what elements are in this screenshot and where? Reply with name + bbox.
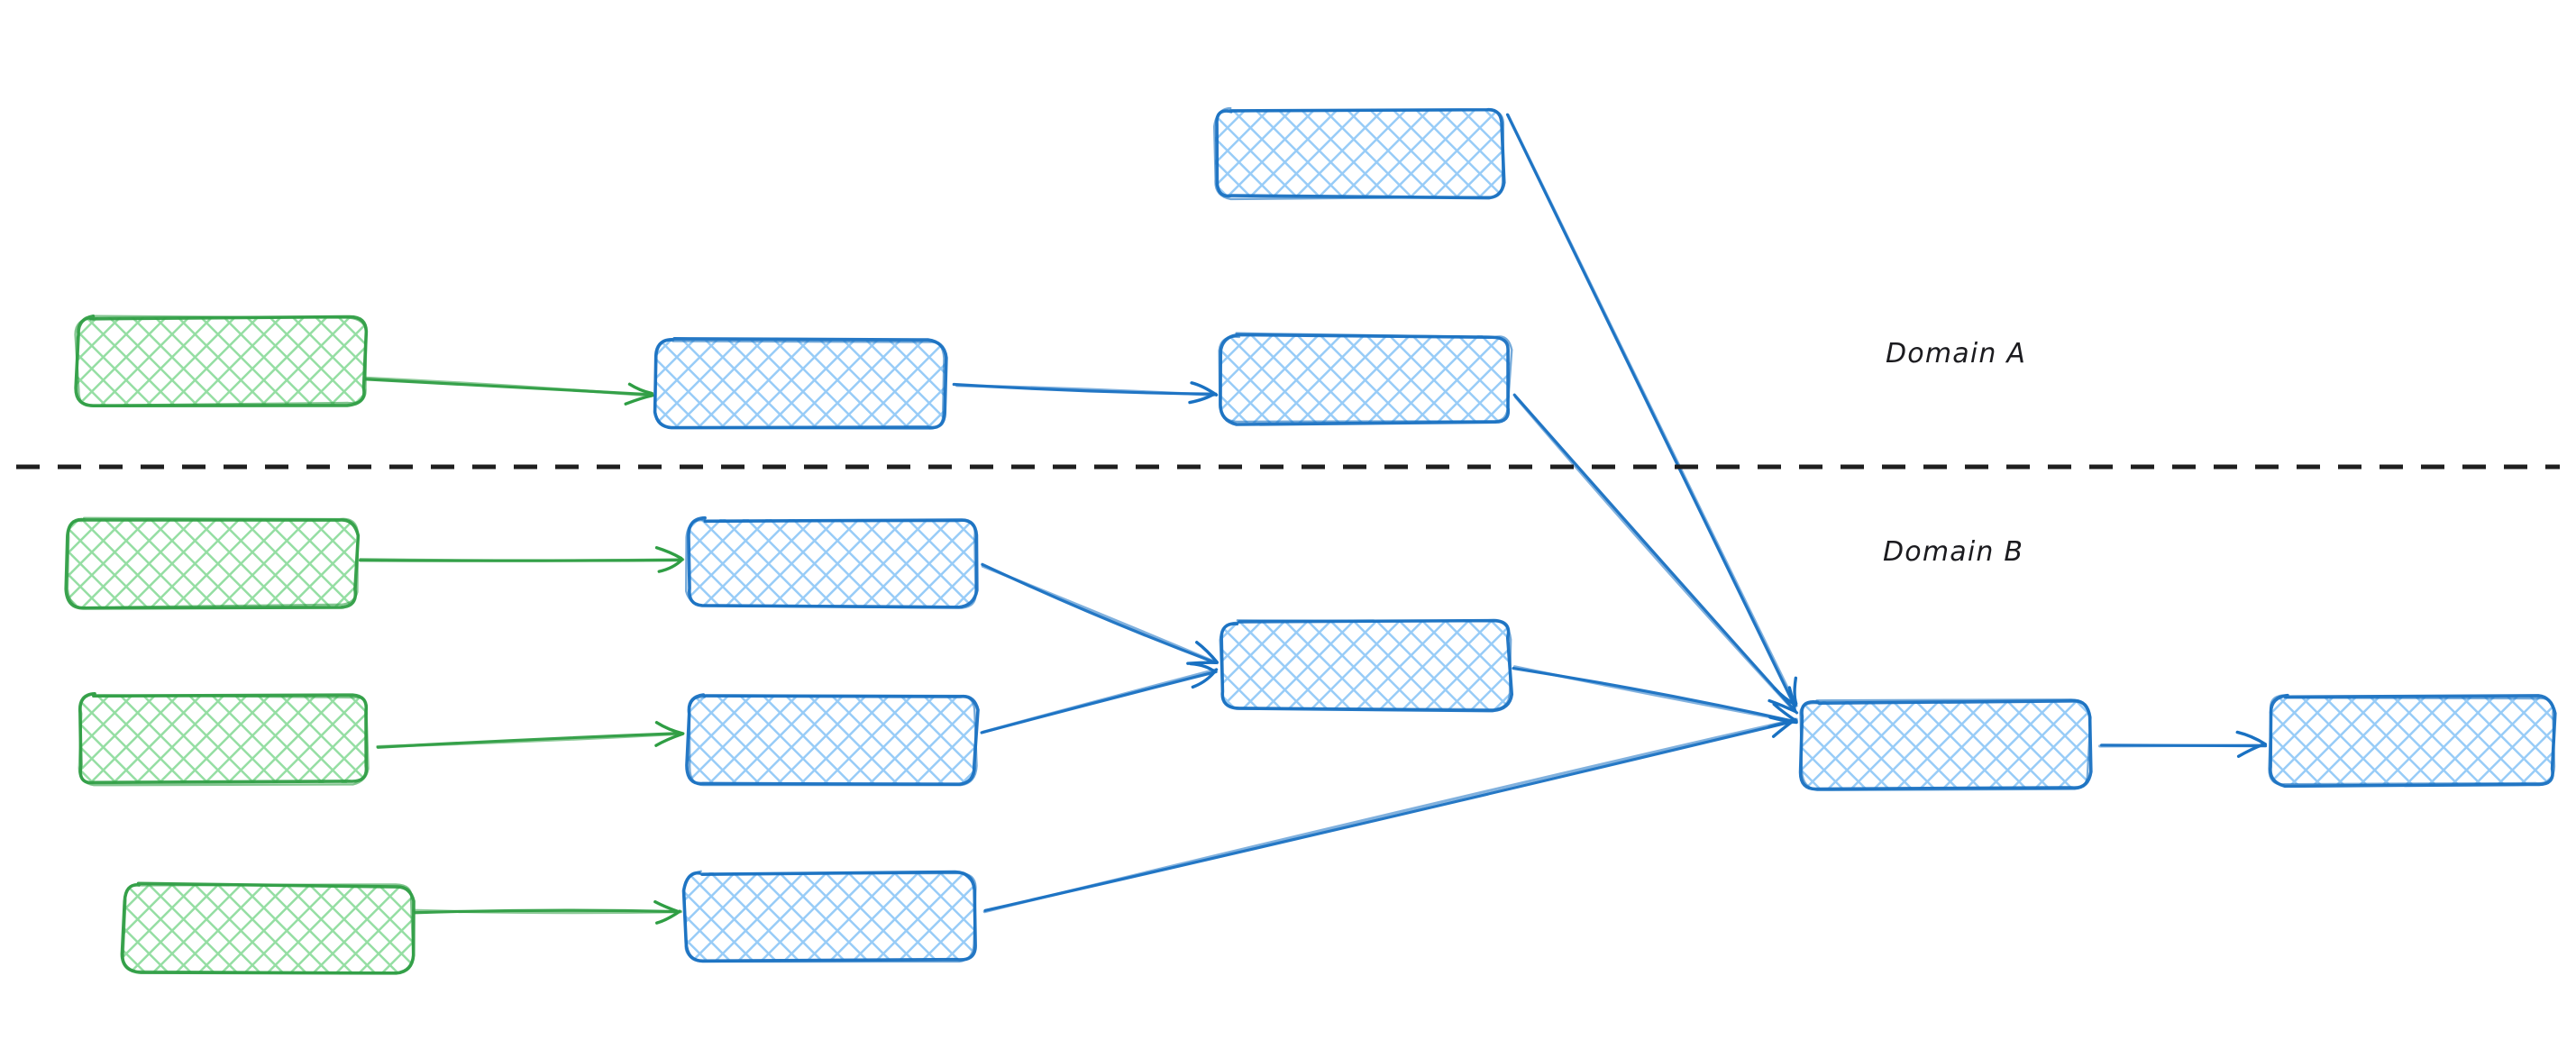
node-fill bbox=[688, 696, 976, 783]
node-outline bbox=[122, 882, 415, 974]
edge-shaft bbox=[1512, 665, 1796, 724]
node-fill bbox=[688, 519, 976, 607]
edge-e1 bbox=[361, 376, 654, 406]
edge-arrowhead bbox=[1768, 698, 1797, 714]
node-b-stage-3[interactable] bbox=[681, 870, 977, 963]
node-outline bbox=[682, 870, 977, 963]
node-a-stage-1[interactable] bbox=[653, 337, 948, 430]
node-b-merge[interactable] bbox=[1219, 618, 1514, 713]
edge-arrowhead bbox=[624, 394, 654, 406]
edge-arrowhead bbox=[1190, 381, 1219, 397]
node-outline bbox=[653, 339, 945, 430]
domain-b-label: Domain B bbox=[1883, 536, 2023, 568]
node-fill bbox=[1215, 110, 1503, 197]
edge-arrowhead bbox=[654, 546, 683, 561]
node-b-source-3[interactable] bbox=[120, 881, 416, 975]
node-outline bbox=[1218, 332, 1513, 424]
node-fill bbox=[1801, 701, 2089, 789]
node-b-sink[interactable] bbox=[1798, 698, 2093, 792]
edge-e5 bbox=[359, 546, 685, 573]
edge-arrowhead bbox=[1793, 676, 1798, 706]
node-b-stage-1[interactable] bbox=[685, 515, 979, 609]
edge-shaft bbox=[359, 558, 685, 562]
node-fill bbox=[68, 519, 356, 607]
edge-arrowhead bbox=[1787, 686, 1797, 713]
edge-arrowhead bbox=[627, 382, 653, 396]
node-outline bbox=[685, 519, 977, 609]
nodes-layer bbox=[64, 106, 2557, 975]
edge-shaft bbox=[1512, 393, 1799, 715]
node-fill bbox=[77, 317, 365, 405]
node-outline bbox=[74, 315, 368, 407]
edge-arrowhead bbox=[657, 558, 684, 573]
edge-shaft bbox=[955, 384, 1217, 397]
node-fill bbox=[1221, 335, 1510, 423]
edge-arrowhead bbox=[1188, 392, 1217, 405]
edge-arrowhead bbox=[653, 899, 681, 914]
node-fill bbox=[656, 341, 945, 428]
node-outline bbox=[2268, 694, 2556, 786]
node-a-top[interactable] bbox=[1212, 106, 1506, 201]
edge-shaft bbox=[1506, 114, 1798, 707]
edge-e4 bbox=[1512, 393, 1799, 715]
node-a-source-1[interactable] bbox=[74, 315, 369, 407]
edge-e7 bbox=[412, 899, 683, 925]
edge-e12 bbox=[2098, 730, 2268, 758]
edge-shaft bbox=[361, 376, 653, 397]
node-outline bbox=[66, 516, 360, 609]
edge-arrowhead bbox=[654, 721, 685, 735]
edge-e9 bbox=[980, 661, 1219, 734]
edge-e10 bbox=[982, 716, 1798, 914]
node-outline bbox=[78, 692, 370, 787]
node-fill bbox=[685, 872, 973, 960]
edge-e8 bbox=[981, 562, 1219, 665]
edge-shaft bbox=[1513, 395, 1796, 713]
domain-a-label: Domain A bbox=[1886, 338, 2026, 369]
node-fill bbox=[79, 696, 368, 783]
edge-arrowhead bbox=[2236, 743, 2266, 758]
edge-arrowhead bbox=[1772, 702, 1798, 723]
node-fill bbox=[2270, 697, 2553, 784]
edge-shaft bbox=[981, 564, 1219, 665]
node-fill bbox=[1221, 622, 1510, 709]
node-b-source-2[interactable] bbox=[78, 692, 370, 787]
edge-arrowhead bbox=[2235, 730, 2268, 746]
edge-e6 bbox=[376, 721, 685, 749]
edges-layer bbox=[359, 113, 2268, 925]
edge-e3 bbox=[1505, 113, 1798, 708]
node-outline bbox=[1799, 698, 2092, 792]
edge-e2 bbox=[952, 381, 1219, 405]
node-b-stage-2[interactable] bbox=[685, 693, 980, 787]
edge-arrowhead bbox=[1195, 641, 1219, 664]
node-b-source-1[interactable] bbox=[64, 516, 361, 610]
edge-shaft bbox=[982, 668, 1217, 734]
edge-shaft bbox=[2098, 743, 2266, 748]
edge-arrowhead bbox=[1189, 661, 1217, 673]
node-a-stage-2[interactable] bbox=[1218, 332, 1513, 426]
node-fill bbox=[123, 885, 412, 972]
node-outline bbox=[688, 694, 978, 787]
edge-e11 bbox=[1512, 665, 1798, 729]
node-outline bbox=[1219, 619, 1512, 711]
edge-shaft bbox=[376, 732, 685, 749]
edge-arrowhead bbox=[1768, 720, 1796, 729]
edge-shaft bbox=[982, 717, 1798, 914]
node-b-output[interactable] bbox=[2268, 693, 2557, 789]
node-outline bbox=[1212, 106, 1505, 201]
edge-arrowhead bbox=[654, 732, 684, 747]
edge-shaft bbox=[412, 908, 683, 915]
